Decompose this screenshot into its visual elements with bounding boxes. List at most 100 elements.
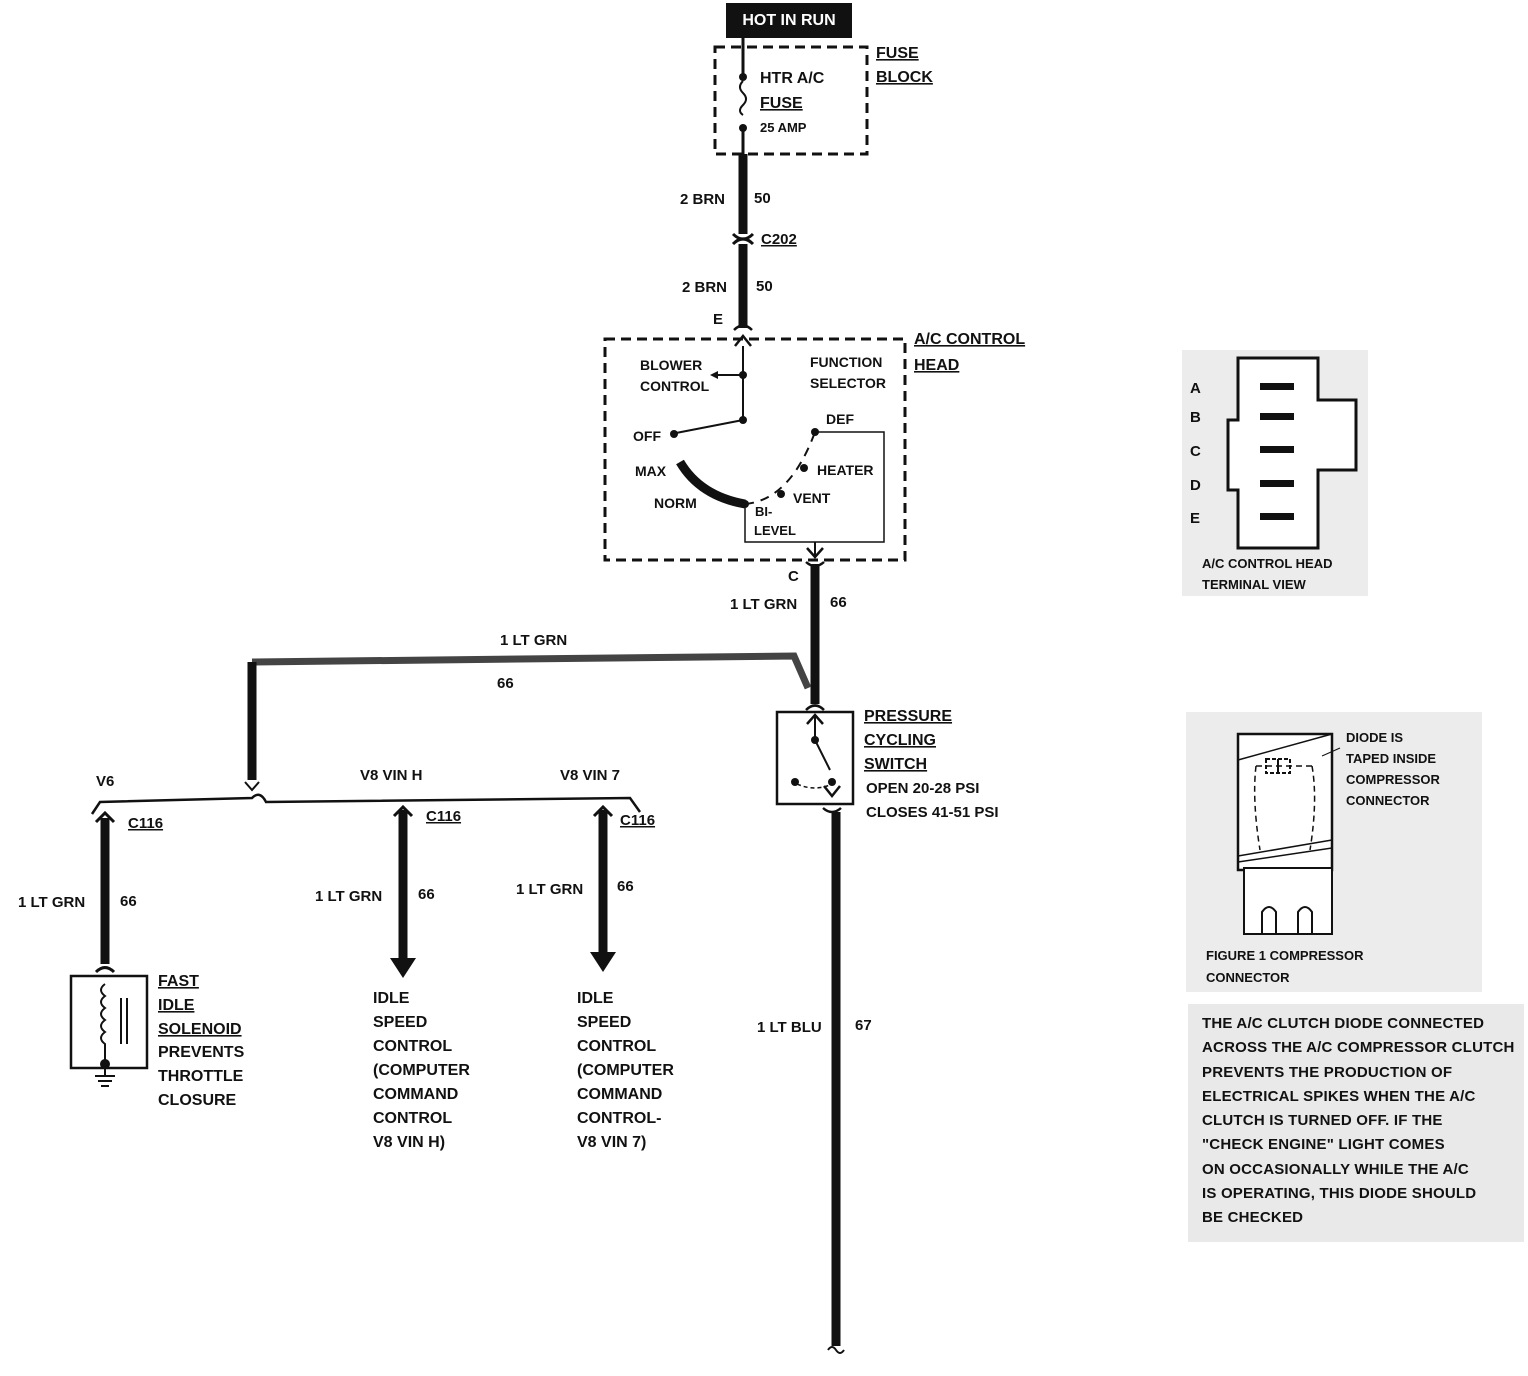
position-bi: BI- (755, 504, 772, 519)
isc-7-line2: SPEED (577, 1014, 631, 1031)
pressure-switch-spec-line2: CLOSES 41-51 PSI (866, 804, 999, 821)
isc-h-line7: V8 VIN H) (373, 1134, 445, 1151)
grn-v6-circuit: 66 (120, 893, 137, 910)
vent-contact-dot (777, 490, 785, 498)
isc-h-arrow-icon (390, 958, 416, 978)
switch-link-dashed (796, 783, 833, 789)
grn-v87-gauge: 1 LT GRN (516, 881, 583, 898)
blower-arrow-icon (710, 371, 718, 379)
fast-idle-solenoid-box (69, 974, 149, 1070)
terminal-e-connector-icon (733, 324, 753, 347)
blower-label-line2: CONTROL (640, 378, 710, 394)
engine-option-bus (90, 793, 642, 815)
grn-branch-gauge: 1 LT GRN (500, 632, 567, 649)
pressure-switch-spec-line1: OPEN 20-28 PSI (866, 780, 979, 797)
isc-7-arrow-icon (590, 952, 616, 972)
isc-h-line3: CONTROL (373, 1038, 452, 1055)
fast-idle-desc-line3: CLOSURE (158, 1092, 237, 1109)
solenoid-coil-icon (100, 983, 107, 1064)
isc-7-line7: V8 VIN 7) (577, 1134, 646, 1151)
brn-lower-circuit: 50 (756, 278, 773, 295)
diode-note-line4: CONNECTOR (1346, 793, 1430, 808)
position-norm: NORM (654, 495, 697, 511)
terminal-pin-b: B (1190, 409, 1201, 426)
compressor-connector-drawing (1236, 732, 1341, 935)
compressor-caption-line1: FIGURE 1 COMPRESSOR (1206, 948, 1364, 963)
switch-output-connector-icon (822, 785, 842, 814)
pressure-switch-label-line2: CYCLING (864, 732, 936, 749)
engine-v6-label: V6 (96, 773, 114, 790)
switch-blade (814, 739, 831, 771)
terminal-c-label: C (788, 568, 799, 585)
terminal-pin-a: A (1190, 380, 1201, 397)
fast-idle-label-line1: FAST (158, 973, 199, 990)
fast-idle-desc-line1: PREVENTS (158, 1044, 245, 1061)
note-line: PREVENTS THE PRODUCTION OF (1202, 1063, 1453, 1081)
isc-7-line6: CONTROL- (577, 1110, 661, 1127)
fast-idle-desc-line2: THROTTLE (158, 1068, 244, 1085)
brn-upper-circuit: 50 (754, 190, 771, 207)
c202-connector-icon (731, 232, 755, 246)
terminal-view-caption-line1: A/C CONTROL HEAD (1202, 556, 1332, 571)
grn-v6-gauge: 1 LT GRN (18, 894, 85, 911)
grn-head-circuit: 66 (830, 594, 847, 611)
grn-branch-wire (251, 652, 812, 690)
terminal-view-caption-line2: TERMINAL VIEW (1202, 577, 1306, 592)
grn-v8h-circuit: 66 (418, 886, 435, 903)
c116-v6-connector-icon (94, 810, 116, 824)
fuse-block-label-line1: FUSE (876, 45, 919, 62)
fuse-rating: 25 AMP (760, 120, 807, 135)
position-off: OFF (633, 428, 661, 444)
grn-branch-circuit: 66 (497, 675, 514, 692)
note-line: ACROSS THE A/C COMPRESSOR CLUTCH (1202, 1039, 1515, 1057)
note-line: THE A/C CLUTCH DIODE CONNECTED (1202, 1015, 1485, 1032)
position-def: DEF (826, 411, 854, 427)
isc-h-line6: CONTROL (373, 1110, 452, 1127)
off-contact-dot (670, 430, 678, 438)
heater-contact-dot (800, 464, 808, 472)
fuse-element-icon (739, 80, 747, 116)
switch-contact-dot (828, 778, 836, 786)
ground-icon (95, 1068, 115, 1087)
grn-v8h-gauge: 1 LT GRN (315, 888, 382, 905)
control-head-label-line1: A/C CONTROL (914, 331, 1025, 348)
c116-v8h-connector-icon (392, 804, 414, 818)
branch-splice-icon (244, 781, 260, 792)
terminal-pin-icons (1260, 383, 1294, 520)
solenoid-ground-dot (100, 1059, 110, 1069)
grn-head-gauge: 1 LT GRN (730, 596, 797, 613)
note-line: ELECTRICAL SPIKES WHEN THE A/C (1202, 1087, 1476, 1105)
isc-h-line5: COMMAND (373, 1086, 458, 1103)
blu-wire-end-icon (827, 1346, 845, 1354)
c116-v87-connector-icon (592, 804, 614, 818)
position-vent: VENT (793, 490, 831, 506)
control-head-output-path (744, 431, 885, 543)
fuse-terminal-dot (739, 73, 747, 81)
brn-upper-gauge: 2 BRN (680, 191, 725, 208)
fuse-block-label-line2: BLOCK (876, 69, 933, 86)
selector-active-arc (676, 459, 746, 509)
position-max: MAX (635, 463, 667, 479)
terminal-pin-c: C (1190, 443, 1201, 460)
blower-label-line1: BLOWER (640, 357, 702, 373)
fuse-name-line1: HTR A/C (760, 70, 825, 87)
c116-v87-label: C116 (620, 812, 655, 829)
diode-note-line2: TAPED INSIDE (1346, 751, 1436, 766)
fast-idle-label-line2: IDLE (158, 997, 195, 1014)
note-line: CLUTCH IS TURNED OFF. IF THE (1202, 1112, 1443, 1130)
isc-7-line5: COMMAND (577, 1086, 662, 1103)
selector-wiper (675, 419, 744, 434)
compressor-caption-line2: CONNECTOR (1206, 970, 1290, 985)
isc-h-line2: SPEED (373, 1014, 427, 1031)
control-head-label-line2: HEAD (914, 357, 959, 374)
note-line: "CHECK ENGINE" LIGHT COMES (1202, 1136, 1445, 1154)
fast-idle-label-line3: SOLENOID (158, 1021, 242, 1038)
engine-v8-vin-h-label: V8 VIN H (360, 767, 423, 784)
hot-in-run-label: HOT IN RUN (726, 3, 852, 38)
fuse-block-box (713, 45, 869, 156)
blu-gauge: 1 LT BLU (757, 1019, 822, 1036)
pressure-switch-label-line3: SWITCH (864, 756, 927, 773)
diode-note-panel: THE A/C CLUTCH DIODE CONNECTED ACROSS TH… (1188, 1004, 1524, 1242)
c202-label: C202 (761, 231, 797, 248)
brn-lower-gauge: 2 BRN (682, 279, 727, 296)
